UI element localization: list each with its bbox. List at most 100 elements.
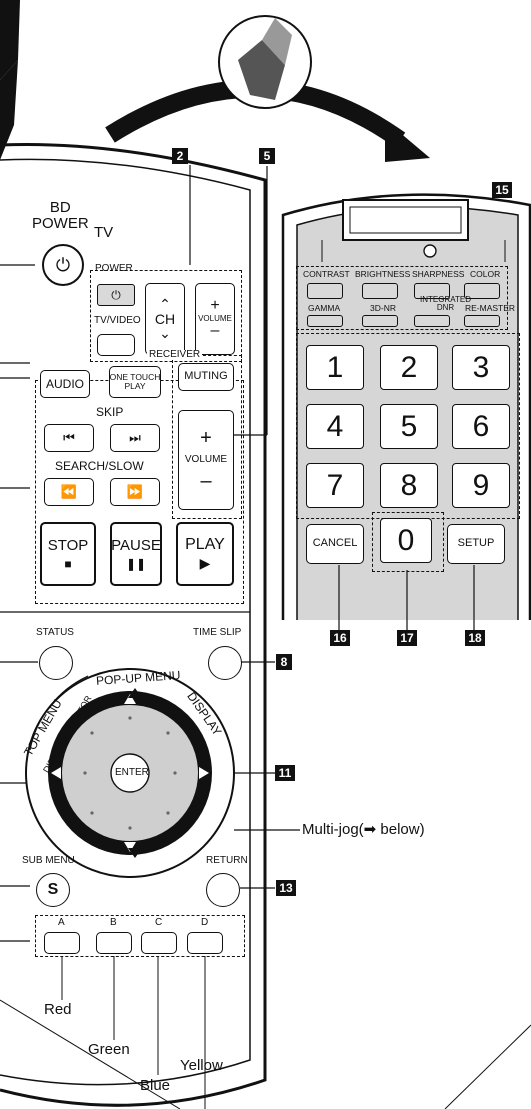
sub-menu-label: SUB MENU: [22, 855, 75, 866]
receiver-volume-label: VOLUME: [184, 453, 228, 465]
callout-8: 8: [276, 654, 292, 670]
one-touch-play-button[interactable]: ONE TOUCH PLAY: [109, 366, 161, 398]
plus-icon: +: [210, 297, 220, 314]
key-a-label: A: [58, 917, 65, 928]
stop-label: STOP: [47, 536, 89, 554]
3d-nr-label: 3D-NR: [370, 303, 396, 313]
sharpness-button[interactable]: [414, 283, 450, 299]
sub-menu-button[interactable]: S: [36, 873, 70, 907]
return-label: RETURN: [206, 855, 248, 866]
callout-17: 17: [397, 630, 417, 646]
cancel-button[interactable]: CANCEL: [306, 524, 364, 564]
callout-2: 2: [172, 148, 188, 164]
chevron-up-icon: ⌃: [159, 295, 171, 312]
multi-jog-label: Multi-jog(➡ below): [302, 821, 425, 838]
stop-icon: ■: [64, 556, 72, 571]
integrated-dnr-label: INTEGRATED DNR: [420, 295, 471, 312]
red-label: Red: [44, 1001, 72, 1018]
digit-5-button[interactable]: 5: [380, 404, 438, 449]
re-master-label: RE-MASTER: [465, 303, 516, 313]
status-label: STATUS: [36, 627, 74, 638]
tv-video-button[interactable]: [97, 334, 135, 356]
callout-18: 18: [465, 630, 485, 646]
search-slow-label: SEARCH/SLOW: [55, 459, 144, 473]
return-button[interactable]: [206, 873, 240, 907]
key-b-label: B: [110, 917, 117, 928]
digit-3-button[interactable]: 3: [452, 345, 510, 390]
digit-4-button[interactable]: 4: [306, 404, 364, 449]
bd-power-label: BD POWER: [32, 199, 89, 232]
re-master-button[interactable]: [464, 315, 500, 327]
color-keys-group: [35, 915, 245, 957]
skip-back-button[interactable]: ⏮: [44, 424, 94, 452]
minus-icon: –: [200, 470, 212, 493]
key-c-label: C: [155, 917, 163, 928]
callout-16: 16: [330, 630, 350, 646]
green-button[interactable]: [96, 932, 132, 954]
yellow-label: Yellow: [180, 1057, 223, 1074]
digit-9-button[interactable]: 9: [452, 463, 510, 508]
minus-icon: –: [210, 322, 220, 340]
tv-control-group: [90, 270, 242, 362]
receiver-volume-group: [172, 355, 242, 519]
red-button[interactable]: [44, 932, 80, 954]
3d-nr-button[interactable]: [362, 315, 398, 327]
play-icon: ▶: [199, 555, 211, 572]
channel-rocker[interactable]: ⌃ CH ⌄: [145, 283, 185, 355]
contrast-label: CONTRAST: [303, 269, 350, 279]
rewind-button[interactable]: ⏪: [44, 478, 94, 506]
skip-forward-button[interactable]: ⏭: [110, 424, 160, 452]
tv-video-label: TV/VIDEO: [94, 315, 141, 326]
stop-button[interactable]: STOP ■: [40, 522, 96, 586]
picture-settings-group: [296, 266, 508, 330]
time-slip-button[interactable]: [208, 646, 242, 680]
muting-button[interactable]: MUTING: [178, 363, 234, 391]
digit-7-button[interactable]: 7: [306, 463, 364, 508]
key-d-label: D: [201, 917, 209, 928]
sharpness-label: SHARPNESS: [412, 269, 465, 279]
callout-15: 15: [492, 182, 512, 198]
callout-11: 11: [275, 765, 295, 781]
enter-label[interactable]: ENTER: [115, 767, 149, 778]
skip-label: SKIP: [93, 406, 127, 418]
tv-volume-label: VOLUME: [198, 313, 232, 323]
zero-key-group: [372, 512, 444, 572]
contrast-button[interactable]: [307, 283, 343, 299]
brightness-label: BRIGHTNESS: [355, 269, 411, 279]
receiver-label: RECEIVER: [147, 349, 203, 360]
chevron-down-icon: ⌄: [159, 325, 171, 342]
digit-8-button[interactable]: 8: [380, 463, 438, 508]
color-button[interactable]: [464, 283, 500, 299]
gamma-button[interactable]: [307, 315, 343, 327]
yellow-button[interactable]: [187, 932, 223, 954]
fast-forward-button[interactable]: ⏩: [110, 478, 160, 506]
setup-button[interactable]: SETUP: [447, 524, 505, 564]
receiver-volume-rocker[interactable]: + VOLUME –: [178, 410, 234, 510]
tv-label: TV: [94, 224, 114, 241]
play-label: PLAY: [185, 536, 225, 554]
blue-button[interactable]: [141, 932, 177, 954]
digit-0-button[interactable]: 0: [380, 518, 432, 563]
pause-button[interactable]: PAUSE ❚❚: [110, 522, 162, 586]
ch-label: CH: [154, 310, 176, 327]
callout-13: 13: [276, 880, 296, 896]
brightness-button[interactable]: [362, 283, 398, 299]
gamma-label: GAMMA: [308, 303, 341, 313]
tv-volume-rocker[interactable]: + VOLUME –: [195, 283, 235, 355]
digit-6-button[interactable]: 6: [452, 404, 510, 449]
bd-power-button[interactable]: ⏻: [42, 244, 84, 286]
tv-power-button[interactable]: ⏻: [97, 284, 135, 306]
green-label: Green: [88, 1041, 130, 1058]
pause-label: PAUSE: [111, 536, 161, 554]
digit-1-button[interactable]: 1: [306, 345, 364, 390]
tv-power-label: POWER: [95, 263, 133, 274]
digit-2-button[interactable]: 2: [380, 345, 438, 390]
play-button[interactable]: PLAY ▶: [176, 522, 234, 586]
integrated-dnr-button[interactable]: [414, 315, 450, 327]
audio-button[interactable]: AUDIO: [40, 370, 90, 398]
status-button[interactable]: [39, 646, 73, 680]
color-label: COLOR: [470, 269, 501, 279]
time-slip-label: TIME SLIP: [193, 627, 242, 638]
